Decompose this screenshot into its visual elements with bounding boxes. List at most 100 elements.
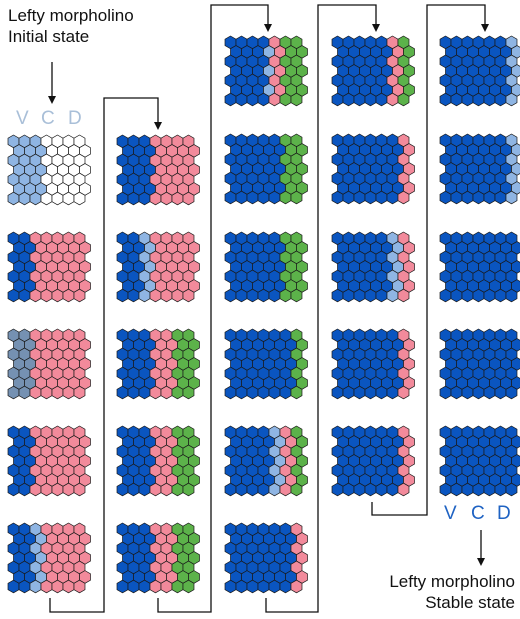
hex-cell [473,289,484,302]
stable-label-line1: Lefty morpholino [355,571,515,592]
hex-cell [291,289,302,302]
hex-cell [128,580,139,593]
hex-cell [440,289,451,302]
hex-cell [451,289,462,302]
hex-cell [269,289,280,302]
hex-cell [506,289,517,302]
hex-cell [398,191,409,204]
column-4-panel-5 [332,426,414,496]
hex-cell [376,93,387,106]
column-5-panel-1 [440,36,520,106]
hex-cell [269,191,280,204]
hex-cell [236,191,247,204]
vcd-stable-d: D [497,503,511,525]
hex-cell [183,580,194,593]
hex-cell [398,93,409,106]
vcd-stable-v: V [444,503,457,525]
hex-cell [332,93,343,106]
hex-cell [150,192,161,205]
column-3-panel-4 [225,329,307,399]
hex-cell [473,483,484,496]
hex-cell [74,192,85,205]
hex-cell [8,192,19,205]
hex-cell [462,93,473,106]
connector-col3-to-col4-arrowhead [372,24,380,32]
column-2-panel-3 [117,329,199,399]
hex-cell [161,580,172,593]
hex-cell [117,192,128,205]
column-2-panel-2 [117,232,199,302]
hex-cell [74,289,85,302]
hex-cell [74,580,85,593]
column-4-panel-3 [332,232,414,302]
hex-cell [495,386,506,399]
hex-cell [440,386,451,399]
hex-cell [41,289,52,302]
hex-cell [247,580,258,593]
hex-cell [183,483,194,496]
connector-col2-to-col3-arrowhead [264,24,272,32]
column-3-panel-2 [225,134,307,204]
vcd-stable-c: C [471,503,485,525]
hex-cell [451,386,462,399]
hex-cell [236,580,247,593]
hex-cell [291,191,302,204]
hex-cell [225,191,236,204]
initial-label-line2: Initial state [8,26,134,47]
hex-cell [128,386,139,399]
hex-cell [343,191,354,204]
hex-cell [365,191,376,204]
hex-cell [473,93,484,106]
hex-cell [183,192,194,205]
hex-cell [462,483,473,496]
hex-cell [343,93,354,106]
hex-cell [387,386,398,399]
hex-cell [30,580,41,593]
hex-cell [484,191,495,204]
hex-cell [139,483,150,496]
hex-cell [63,192,74,205]
hex-cell [269,580,280,593]
hex-cell [506,191,517,204]
hex-cell [440,483,451,496]
column-4-panel-4 [332,329,414,399]
hex-cell [236,386,247,399]
column-3-panel-6 [225,523,307,593]
hex-cell [280,483,291,496]
hex-cell [291,93,302,106]
hex-cell [41,580,52,593]
hex-cell [387,93,398,106]
hex-cell [269,386,280,399]
hex-cell [387,483,398,496]
hex-cell [506,93,517,106]
column-1-panel-2 [8,232,90,302]
hex-cell [52,289,63,302]
connector-col4-to-col5-arrowhead [481,24,489,32]
hex-cell [150,289,161,302]
hex-cell [332,386,343,399]
hex-cell [376,483,387,496]
column-4-panel-1 [332,36,414,106]
vcd-legend-initial: V C D [0,108,100,130]
hex-cell [19,192,30,205]
hex-cell [30,192,41,205]
column-5-panel-2 [440,134,520,204]
connector-col1-to-col2-arrowhead [154,122,162,130]
hex-cell [354,386,365,399]
hex-cell [139,192,150,205]
column-5-panel-5 [440,426,520,496]
hex-cell [41,483,52,496]
hex-cell [354,483,365,496]
column-4-panel-2 [332,134,414,204]
column-1-panel-4 [8,426,90,496]
hex-cell [484,93,495,106]
hex-cell [52,192,63,205]
hex-cell [19,580,30,593]
hex-cell [258,191,269,204]
column-1-panel-5 [8,523,90,593]
hex-cell [376,191,387,204]
hex-cell [172,386,183,399]
hex-cell [462,191,473,204]
hex-cell [440,93,451,106]
hex-cell [387,191,398,204]
